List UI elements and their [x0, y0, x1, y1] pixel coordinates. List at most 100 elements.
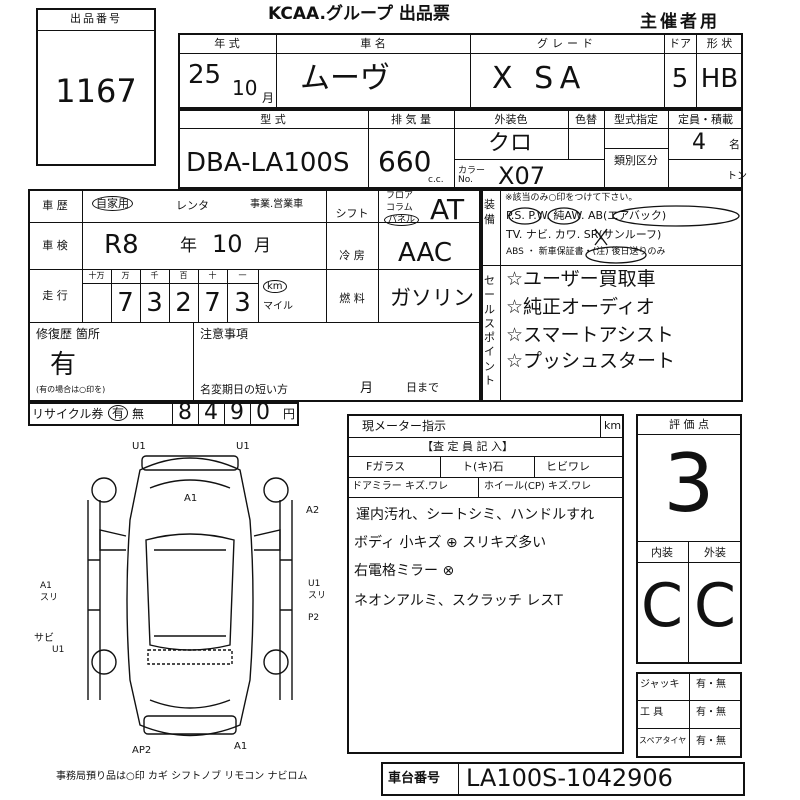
mileage-place-100: 百 — [179, 271, 188, 280]
door-mirror-label: ドアミラー キズ.ワレ — [352, 481, 449, 492]
name-change-deadline-label: 名変期日の短い方 — [200, 383, 288, 396]
equipment-sales-box — [481, 189, 743, 402]
deadline-month-unit: 月 — [360, 381, 374, 396]
mileage-unit-mile: マイル — [263, 301, 293, 312]
inspection-month: 10 — [212, 230, 243, 258]
diagram-mark: スリ — [308, 591, 327, 601]
tool-spare-label: スペアタイヤ — [639, 736, 687, 745]
sales-point-item: ☆純正オーディオ — [506, 296, 655, 318]
load-unit: トン — [727, 171, 747, 182]
category-label: 類別区分 — [614, 154, 658, 167]
mileage-digit: 3 — [146, 288, 163, 318]
month-unit: 月 — [262, 91, 275, 105]
recycle-box — [28, 402, 299, 426]
year-value: 25 — [188, 60, 222, 90]
meter-unit: km — [604, 419, 622, 432]
displacement-unit: c.c. — [428, 175, 444, 185]
shift-floor-option: フロア — [386, 191, 414, 201]
capacity-label: 定員・積載 — [678, 113, 733, 126]
car-damage-diagram — [87, 455, 293, 737]
row1-box — [178, 33, 743, 109]
equipment-line2: TV. ナビ. カワ. SR(サンルーフ) — [506, 228, 662, 241]
car-name-value: ムーヴ — [300, 61, 390, 96]
glass-label: Fガラス — [366, 460, 406, 473]
year-label: 年 式 — [214, 37, 240, 50]
history-label: 車 歴 — [42, 199, 68, 212]
month-value: 10 — [232, 76, 258, 100]
doors-label: ドア — [669, 37, 691, 50]
recycle-no-option: 無 — [132, 407, 145, 421]
recycle-yes-option: 有 — [108, 405, 129, 421]
mileage-place-100k: 十万 — [88, 271, 105, 280]
diagram-mark: AP2 — [132, 745, 152, 756]
score-value: 3 — [663, 437, 715, 530]
glass-crack-option: ヒビワレ — [546, 460, 590, 473]
tool-kit-label: 工 具 — [640, 707, 664, 718]
exterior-color-value: クロ — [488, 131, 533, 156]
displacement-value: 660 — [378, 145, 432, 178]
diagram-mark: A1 — [184, 493, 198, 504]
meter-label: 現メーター指示 — [362, 419, 447, 433]
sales-points-label: セールスポイント — [484, 274, 495, 388]
history-rental-option: レンタ — [176, 199, 209, 212]
equipment-note: ※該当のみ○印をつけて下さい。 — [505, 193, 638, 203]
fuel-label: 燃 料 — [339, 292, 365, 305]
chassis-value: LA100S-1042906 — [466, 764, 673, 792]
recycle-digit: 8 — [178, 400, 192, 425]
shift-column-option: コラム — [386, 203, 413, 213]
color-code-label: カラーNo. — [458, 166, 486, 185]
sales-point-item: ☆スマートアシスト — [506, 324, 674, 346]
mileage-unit-km: km — [263, 280, 287, 293]
diagram-mark: U1 — [308, 579, 321, 589]
mileage-digit: 2 — [175, 288, 192, 318]
diagram-mark: A1 — [234, 741, 248, 752]
mileage-place-10: 十 — [208, 271, 217, 280]
mileage-place-1: 一 — [238, 271, 247, 280]
diagram-mark: P2 — [308, 613, 320, 623]
equipment-circles — [508, 205, 740, 264]
chassis-label: 車台番号 — [388, 771, 441, 786]
lot-number-box — [36, 8, 156, 166]
form-title: KCAA.グループ 出品票 — [268, 4, 450, 24]
recycle-label: リサイクル券 — [32, 407, 104, 421]
doors-value: 5 — [671, 64, 689, 94]
tool-jack-label: ジャッキ — [640, 679, 680, 690]
diagram-mark: A2 — [306, 505, 320, 516]
capacity-unit: 名 — [729, 138, 740, 151]
car-name-label: 車 名 — [360, 37, 386, 50]
diagram-mark: A1 — [40, 581, 52, 591]
glass-chip-option: ト(キ)石 — [462, 460, 504, 473]
shape-label: 形 状 — [706, 37, 733, 50]
office-kept-items: 事務局預り品は○印 カギ シフトノブ リモコン ナビロム — [56, 771, 308, 782]
diagram-mark: U1 — [52, 645, 65, 655]
shift-panel-option: パネル — [384, 214, 420, 226]
diagram-mark: サビ — [34, 633, 54, 644]
repair-note: (有の場合は○印を) — [36, 385, 106, 394]
displacement-label: 排 気 量 — [391, 113, 431, 126]
recycle-unit: 円 — [283, 407, 296, 421]
diagram-mark: スリ — [40, 593, 59, 603]
model-value: DBA-LA100S — [186, 148, 350, 178]
inspector-note: ボディ 小キズ ⊕ スリキズ多い — [354, 535, 547, 551]
interior-label: 内装 — [651, 546, 673, 559]
sales-point-item: ☆ユーザー買取車 — [506, 268, 656, 290]
diagram-mark: U1 — [236, 441, 250, 452]
inspector-box — [347, 414, 624, 754]
lot-number-value: 1167 — [55, 72, 137, 110]
exterior-value: C — [694, 571, 736, 641]
score-box — [636, 414, 742, 664]
mileage-place-1k: 千 — [150, 271, 159, 280]
inspection-year-unit: 年 — [180, 236, 197, 256]
exterior-color-label: 外装色 — [494, 113, 528, 126]
exterior-label: 外装 — [704, 546, 726, 559]
grade-value: X SA — [492, 61, 587, 96]
type-designation-label: 型式指定 — [614, 113, 658, 126]
inspection-value: R8 — [104, 230, 139, 260]
deadline-day-unit: 日まで — [406, 381, 439, 394]
interior-value: C — [641, 571, 683, 641]
mileage-label: 走 行 — [42, 289, 68, 302]
inspector-heading: 【査 定 員 記 入】 — [422, 440, 513, 453]
recycle-digit: 9 — [230, 400, 244, 425]
sales-point-item: ☆プッシュスタート — [506, 350, 676, 372]
grade-label: グレード — [537, 37, 597, 50]
